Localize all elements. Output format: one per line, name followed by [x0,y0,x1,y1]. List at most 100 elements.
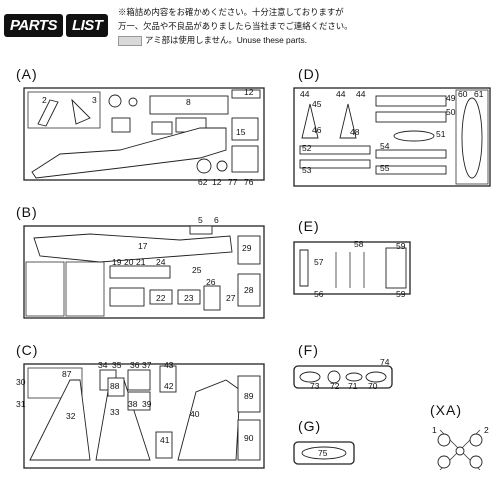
num-b-6: 6 [214,215,219,225]
num-a-12: 12 [244,87,254,97]
part-d-54 [375,149,447,159]
part-a-ring-2 [128,97,138,107]
num-d-61: 61 [474,89,484,99]
num-d-49: 49 [446,93,456,103]
note-line-2: 万一、欠品や不良品がありましたら当社までご連絡ください。 [118,21,353,31]
num-xa-1: 1 [432,425,437,435]
parts-list-badge: PARTS LIST [4,12,109,38]
part-d-51 [393,130,435,142]
section-c-label: (C) [16,342,39,358]
num-c-40: 40 [190,409,200,419]
sprue-d-cell-60-61 [455,89,489,185]
num-c-42: 42 [164,381,174,391]
num-c-33: 33 [110,407,120,417]
num-d-55: 55 [380,163,390,173]
sprue-b-cell-left [25,261,65,317]
num-d-53: 53 [302,165,312,175]
part-b-19-24 [109,265,171,279]
num-c-32: 32 [66,411,76,421]
num-d-51: 51 [436,129,446,139]
part-b-23 [177,289,201,305]
num-b-5: 5 [198,215,203,225]
part-d-46 [339,103,357,139]
num-f-74: 74 [380,357,390,367]
num-b-28: 28 [244,285,254,295]
num-e-59b: 59 [396,289,406,299]
num-a-15: 15 [236,127,246,137]
part-d-45 [301,103,319,139]
part-xa-cap-2 [469,433,483,447]
num-e-58: 58 [354,239,364,249]
num-a-76: 76 [244,177,254,187]
part-a-wheel-1 [196,158,212,174]
part-b-26 [203,285,221,311]
num-d-45: 45 [312,99,322,109]
sprue-b-cell-mid [65,261,105,317]
part-f-70 [365,371,387,383]
part-a-ring-1 [108,94,122,108]
num-c-37: 37 [142,360,152,370]
num-b-24: 24 [156,257,166,267]
part-a-3 [71,98,91,125]
unused-parts-swatch [118,35,142,46]
part-d-52 [299,145,371,155]
num-d-52: 52 [302,143,312,153]
sprue-c-frame [23,363,265,469]
num-d-48: 48 [350,127,360,137]
part-xa-cap-4 [469,455,483,469]
num-a-8: 8 [186,97,191,107]
num-b-25: 25 [192,265,202,275]
sprue-a-frame [23,87,265,181]
sprue-c-cell-87 [27,367,83,399]
num-a-12b: 12 [212,177,222,187]
part-c-43 [159,365,177,393]
section-f-label: (F) [298,342,319,358]
sprue-a-cell-2 [27,91,101,129]
num-b-26: 26 [206,277,216,287]
num-e-56: 56 [314,289,324,299]
num-c-87: 87 [62,369,72,379]
part-b-17 [33,233,233,263]
num-c-39: 39 [142,399,152,409]
num-f-73: 73 [310,381,320,391]
part-d-53 [299,159,371,169]
num-b-22: 22 [156,293,166,303]
part-c-88 [107,377,125,397]
part-a-frame-r [231,145,259,173]
part-g-75 [301,446,347,460]
part-a-fuselage-half [31,127,227,179]
note-line-3-text: アミ部は使用しません。Unuse these parts. [145,35,308,45]
part-xa-cap-1 [437,433,451,447]
num-e-59a: 59 [396,241,406,251]
num-c-43: 43 [164,360,174,370]
num-c-90: 90 [244,433,254,443]
part-c-41 [155,431,173,459]
part-b-5-6 [189,225,213,235]
part-b-small [109,287,145,307]
num-xa-2: 2 [484,425,489,435]
num-d-50: 50 [446,107,456,117]
num-b-19: 19 [112,257,122,267]
part-c-89 [237,375,261,413]
section-b-label: (B) [16,204,38,220]
num-c-31: 31 [16,399,26,409]
num-c-30: 30 [16,377,26,387]
num-d-60: 60 [458,89,468,99]
part-a-block [111,117,131,133]
badge-parts: PARTS [4,13,63,37]
num-e-57: 57 [314,257,324,267]
part-d-50 [375,111,447,123]
num-c-34: 34 [98,360,108,370]
note-line-3: アミ部は使用しません。Unuse these parts. [118,34,307,46]
num-f-70: 70 [368,381,378,391]
part-f-72 [327,370,341,384]
section-e-label: (E) [298,218,320,234]
part-d-60-61 [461,97,483,179]
part-c-90 [237,419,261,461]
